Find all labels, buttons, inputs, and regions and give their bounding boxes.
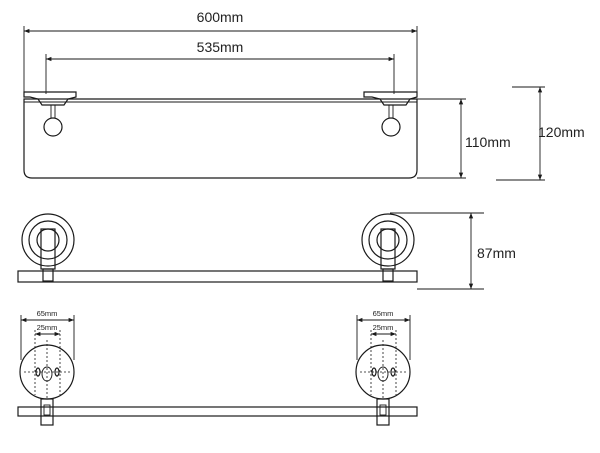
dimension-total-depth: 120mm bbox=[538, 124, 585, 140]
left-mounting-plate: 65mm 25mm bbox=[19, 309, 75, 426]
right-rosette-front bbox=[361, 213, 415, 282]
dimension-height: 87mm bbox=[477, 245, 516, 261]
right-mounting-plate: 65mm 25mm bbox=[355, 309, 411, 426]
glass-shelf-bottom bbox=[17, 406, 418, 417]
left-plate-width-label: 65mm bbox=[37, 309, 58, 318]
right-hole-spacing-label: 25mm bbox=[373, 323, 394, 332]
dimension-shelf-depth: 110mm bbox=[465, 134, 511, 150]
left-bracket-top bbox=[23, 91, 77, 137]
glass-shelf-outline bbox=[23, 98, 418, 179]
left-rosette-front bbox=[21, 213, 75, 282]
right-bracket-top bbox=[363, 91, 418, 137]
left-hole-spacing-label: 25mm bbox=[37, 323, 58, 332]
dimension-overall-width: 600mm bbox=[197, 9, 244, 25]
front-view: 87mm bbox=[17, 212, 516, 290]
top-view: 600mm 535mm 110mm 120m bbox=[23, 9, 585, 181]
right-plate-width-label: 65mm bbox=[373, 309, 394, 318]
glass-shelf-front bbox=[17, 270, 418, 283]
mounting-view: 65mm 25mm 65mm 25mm bbox=[17, 309, 418, 426]
dimension-bracket-spacing: 535mm bbox=[197, 39, 244, 55]
